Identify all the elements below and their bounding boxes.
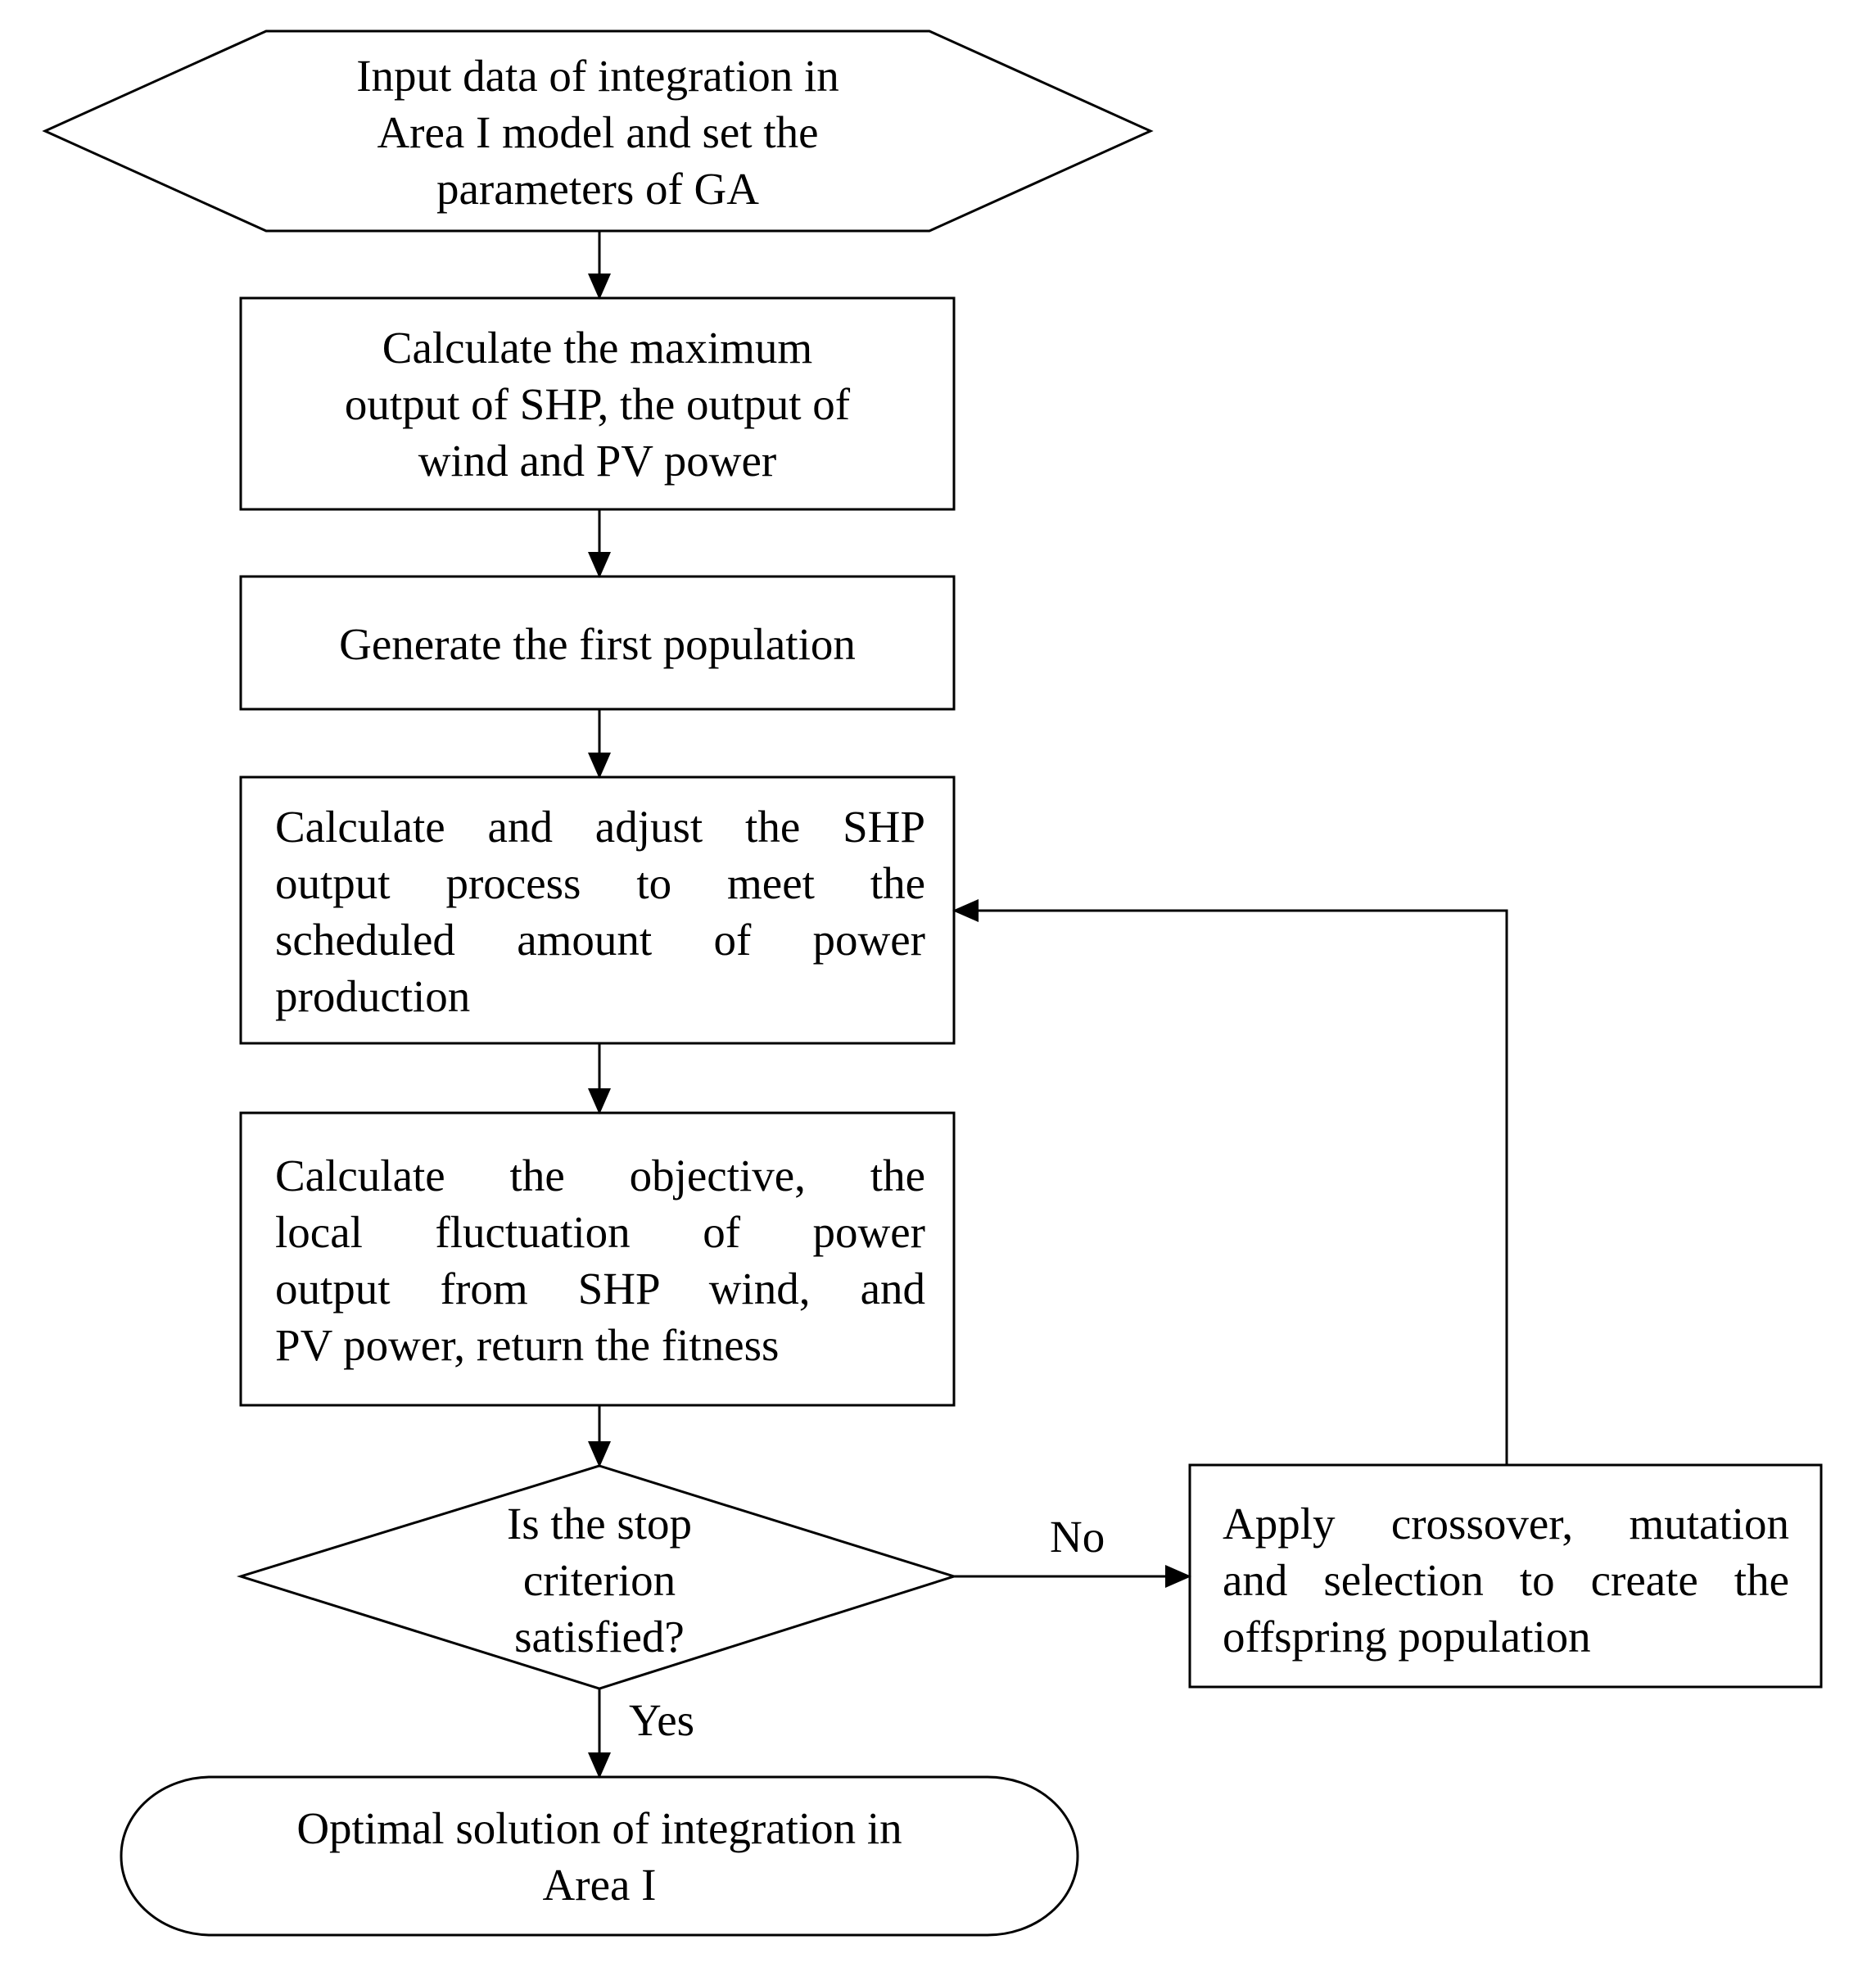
decision-stop-label: Is the stop criterion satisfied? xyxy=(409,1495,789,1665)
step-first-population-label: Generate the first population xyxy=(241,616,954,672)
step-adjust-shp-line-4: production xyxy=(275,971,471,1021)
step-crossover-label: Apply crossover, mutation and selection … xyxy=(1223,1495,1789,1665)
step-crossover-line-1: Apply crossover, mutation xyxy=(1223,1499,1789,1549)
arrow-crossover-loop-back xyxy=(952,899,1508,1465)
end-label: Optimal solution of integration in Area … xyxy=(121,1800,1078,1913)
step-objective-line-2: local fluctuation of power xyxy=(275,1207,925,1257)
step-max-output-line-3: wind and PV power xyxy=(418,436,777,486)
decision-stop-line-1: Is the stop xyxy=(506,1499,693,1549)
step-max-output-line-2: output of SHP, the output of xyxy=(344,379,851,429)
start-hexagon xyxy=(42,29,1154,233)
step-objective-line-4: PV power, return the fitness xyxy=(275,1320,780,1370)
step-first-population-line-1: Generate the first population xyxy=(339,619,856,669)
step-adjust-shp-line-3: scheduled amount of power xyxy=(275,915,925,965)
step-objective-label: Calculate the objective, the local fluct… xyxy=(275,1147,925,1373)
step-crossover-line-2: and selection to create the xyxy=(1223,1555,1789,1605)
edge-label-yes: Yes xyxy=(629,1695,695,1745)
step-adjust-shp-line-1: Calculate and adjust the SHP xyxy=(275,802,925,852)
end-line-1: Optimal solution of integration in xyxy=(296,1803,902,1853)
step-adjust-shp-label: Calculate and adjust the SHP output proc… xyxy=(275,798,925,1024)
step-objective-line-3: output from SHP wind, and xyxy=(275,1264,925,1314)
end-line-2: Area I xyxy=(542,1860,657,1910)
start-label: Input data of integration in Area I mode… xyxy=(266,47,929,217)
step-objective-line-1: Calculate the objective, the xyxy=(275,1151,925,1201)
step-crossover-line-3: offspring population xyxy=(1223,1612,1591,1662)
edge-label-no: No xyxy=(1050,1512,1105,1562)
start-line-1: Input data of integration in xyxy=(356,51,839,101)
step-adjust-shp-line-2: output process to meet the xyxy=(275,858,925,908)
start-line-3: parameters of GA xyxy=(436,164,759,214)
decision-stop-line-3: satisfied? xyxy=(514,1612,685,1662)
decision-stop-line-2: criterion xyxy=(522,1555,676,1605)
start-line-2: Area I model and set the xyxy=(377,107,819,157)
step-max-output-label: Calculate the maximum output of SHP, the… xyxy=(241,319,954,489)
step-max-output-line-1: Calculate the maximum xyxy=(382,323,813,373)
